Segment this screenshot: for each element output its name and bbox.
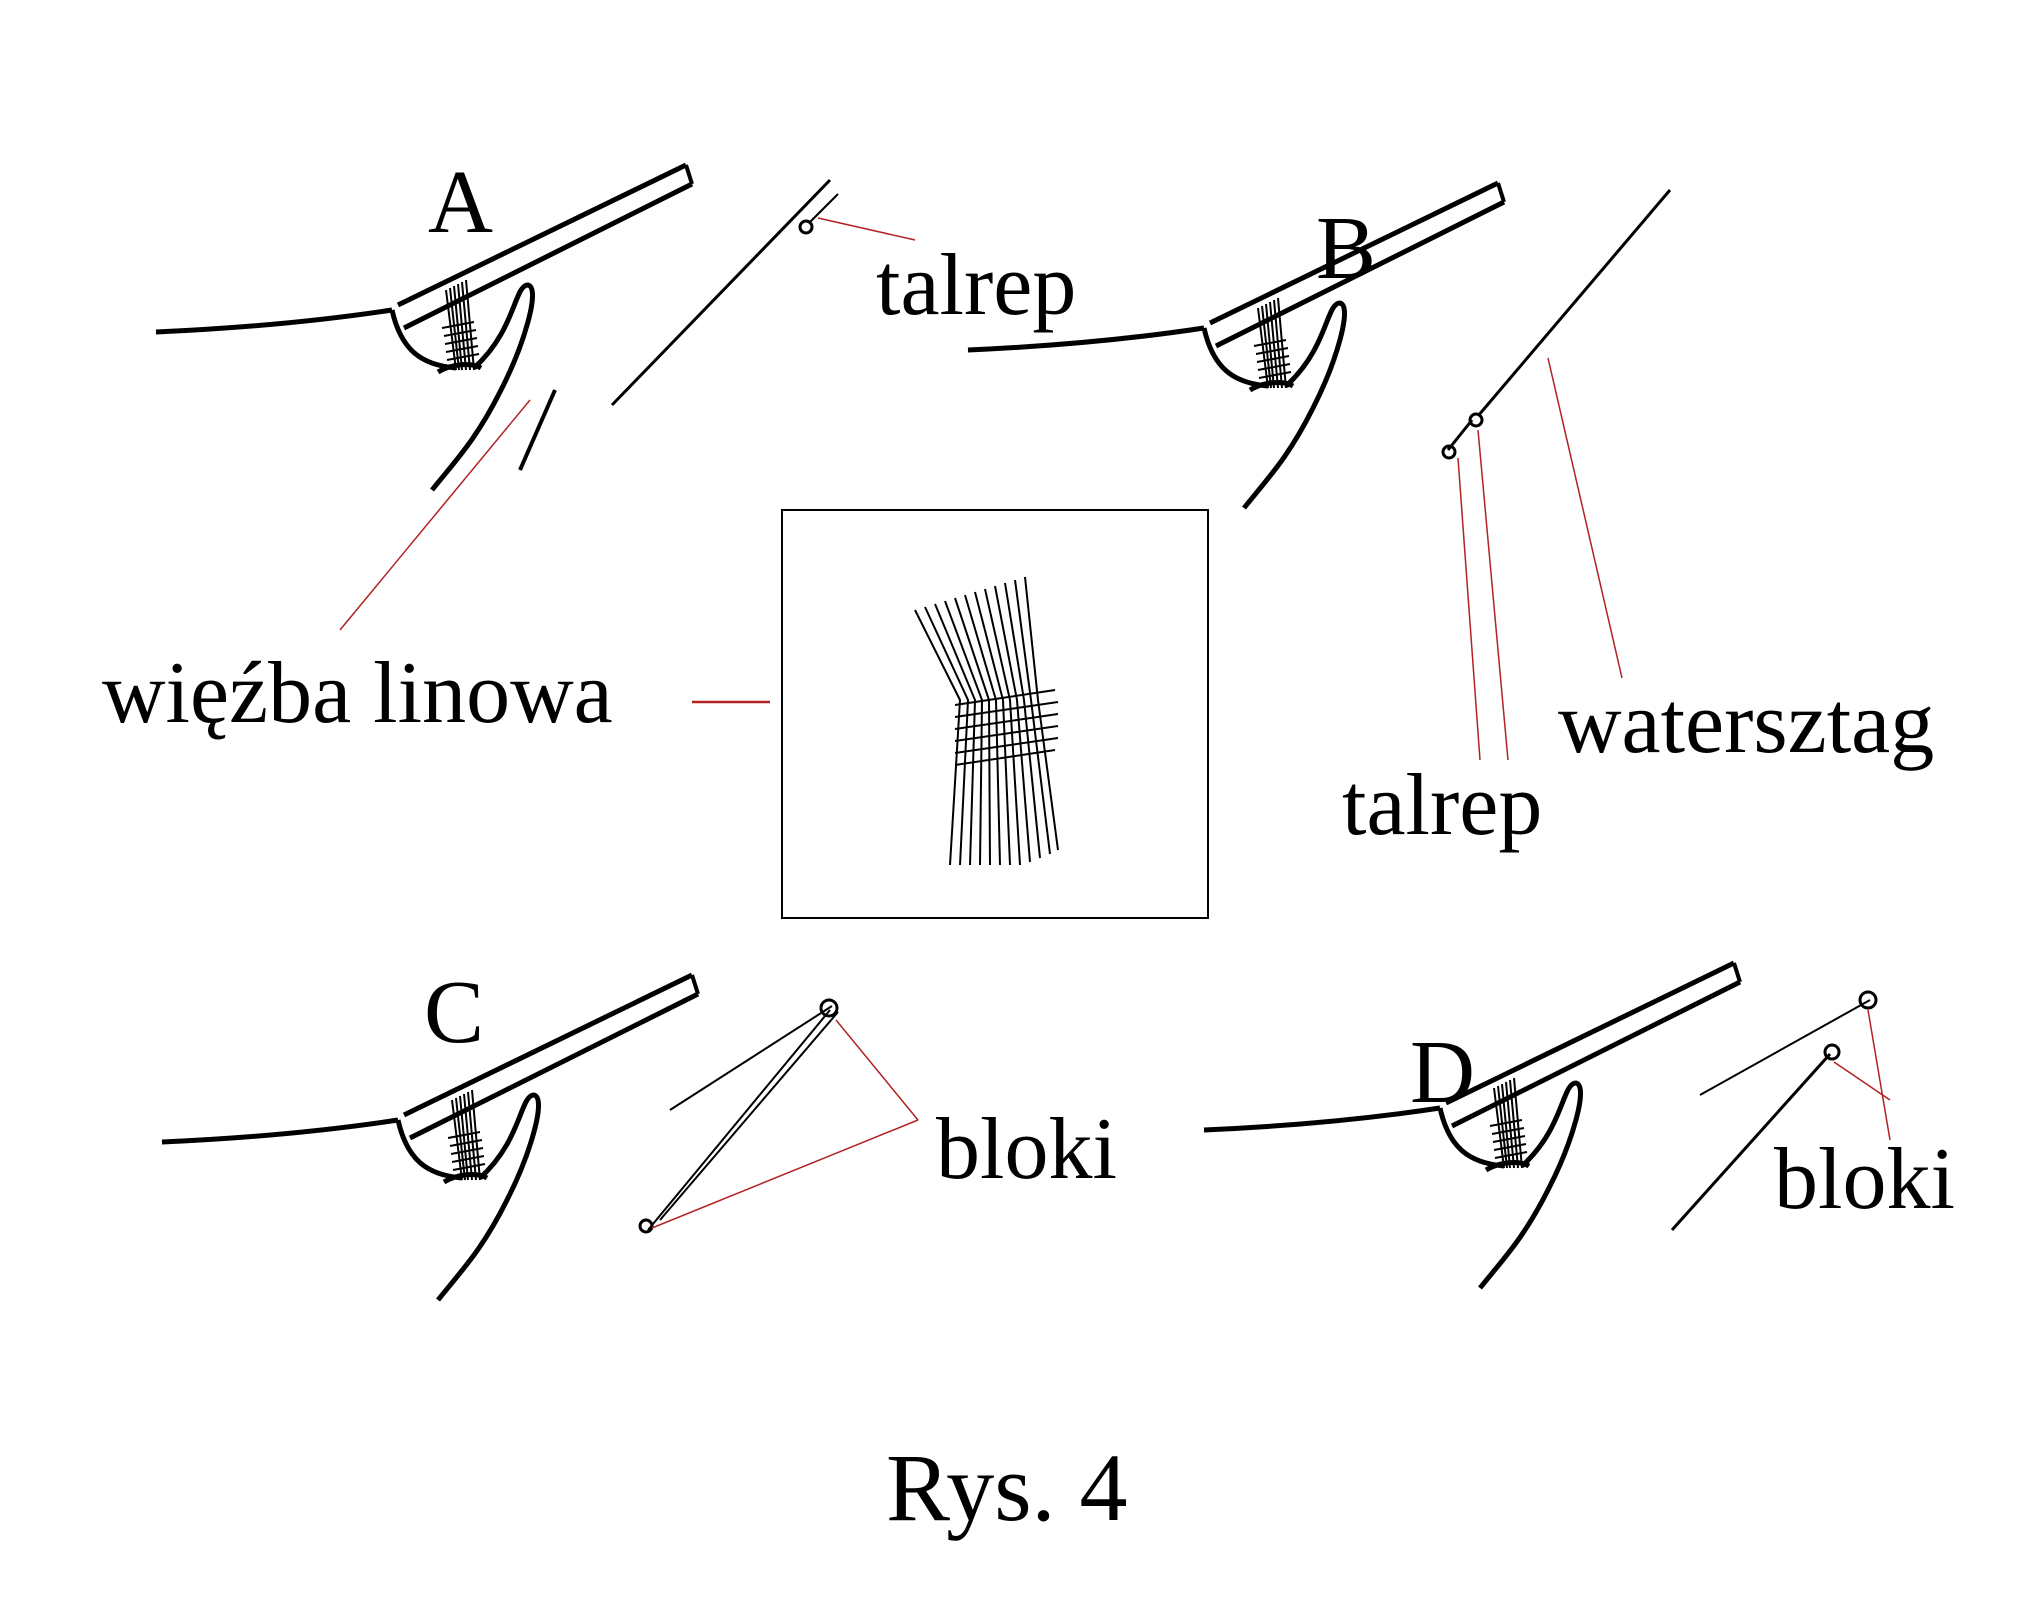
wiezba-linowa-label: więźba linowa xyxy=(102,645,613,742)
figure-caption: Rys. 4 xyxy=(886,1434,1128,1541)
bloki-label-c: bloki xyxy=(936,1101,1117,1198)
panel-c-letter: C xyxy=(424,963,485,1062)
panel-b-drawing xyxy=(968,183,1672,508)
panel-d-drawing xyxy=(1204,963,1878,1288)
panel-a-letter: A xyxy=(428,153,493,252)
panel-d-letter: D xyxy=(1410,1023,1475,1122)
lashing-inset xyxy=(781,509,1209,919)
watersztag-label: watersztag xyxy=(1558,675,1935,772)
rope-bundle-icon xyxy=(914,576,1059,866)
talrep-label-b: talrep xyxy=(1342,757,1543,854)
talrep-label-a: talrep xyxy=(876,237,1077,334)
panel-b-letter: B xyxy=(1316,199,1377,298)
leader-lines xyxy=(339,217,1891,1229)
bloki-label-d: bloki xyxy=(1774,1131,1955,1228)
panel-c-drawing xyxy=(162,975,839,1300)
panel-a-drawing xyxy=(156,165,839,490)
